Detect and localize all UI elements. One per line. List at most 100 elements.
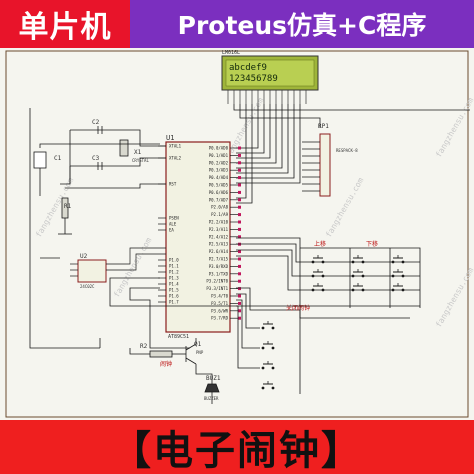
mcu-pin-marker [238,257,241,261]
key-switch [261,321,275,330]
mcu-right-pin-label: P3.5/T1 [211,301,228,306]
resistor-pack: RP1 RESPACK-8 [302,123,358,197]
mcu-chip: U1 AT89C51 XTAL1XTAL2RSTPSENALEEAP1.0P1.… [158,134,241,340]
mcu-right-pin-label: P2.7/A15 [209,257,229,262]
mcu-left-pin-label: P1.1 [169,264,179,269]
mcu-right-pin-label: P3.4/T0 [211,294,228,299]
mcu-pin-marker [238,168,241,172]
key-switch [311,269,325,278]
eeprom-part: 24C02C [80,284,95,289]
mcu-pin-marker [238,205,241,209]
mcu-right-pin-label: P3.2/INT0 [206,279,228,284]
schematic-svg: fangzhensu.com fangzhensu.com fangzhensu… [5,50,474,418]
schematic-area: fangzhensu.com fangzhensu.com fangzhensu… [0,48,474,420]
buzzer-driver [129,338,220,404]
mcu-right-pin-label: P0.7/AD7 [209,197,229,202]
mcu-pin-marker [238,309,241,313]
key-label-up: 上移 [314,240,326,248]
header-right-title: Proteus仿真+C程序 [130,0,474,48]
mcu-pin-marker [238,190,241,194]
mcu-right-pin-label: P3.3/INT1 [206,286,228,291]
mcu-ref: U1 [166,134,174,142]
alarm-label: 闹钟 [160,360,172,368]
key-switch [351,283,365,292]
key-switch [351,255,365,264]
mcu-right-pin-label: P0.2/AD2 [209,160,229,165]
mcu-pin-marker [238,316,241,320]
mcu-left-pin-label: P1.2 [169,270,179,275]
mcu-right-pin-label: P3.7/RD [211,316,228,321]
key-label-down: 下移 [366,240,378,248]
lcd-module: LM016L abcdef9 123456789 [221,50,319,104]
mcu-left-pin-label: XTAL1 [169,144,182,149]
key-switch [261,361,275,370]
mcu-right-pin-label: P3.0/RXD [209,264,229,269]
key-switch [311,255,325,264]
mcu-pin-marker [238,272,241,276]
buzzer-part: BUZZER [204,396,219,401]
footer-title: 【电子闹钟】 [111,427,363,474]
mcu-left-pin-label: P1.5 [169,288,179,293]
mcu-right-pin-label: P3.6/WR [211,308,228,313]
mcu-pin-marker [238,250,241,254]
key-switch [351,269,365,278]
mcu-pin-marker [238,301,241,305]
crystal-ref: X1 [134,149,142,156]
mcu-right-pin-label: P0.0/AD0 [209,146,229,151]
mcu-pin-marker [238,279,241,283]
key-switch [391,269,405,278]
mcu-pin-marker [238,176,241,180]
mcu-pin-marker [238,198,241,202]
cap-c2-ref: C2 [92,119,100,126]
mcu-right-pin-label: P2.4/A12 [209,234,229,239]
mcu-right-pin-label: P2.6/A14 [209,249,229,254]
transistor-part: PNP [196,350,204,355]
mcu-pin-marker [238,220,241,224]
key-label-alarm-off: 关闭闹钟 [286,304,310,312]
mcu-left-pin-label: P1.7 [169,300,179,305]
key-switch [311,283,325,292]
lcd-ref: LM016L [222,50,240,56]
key-switch [391,255,405,264]
rp-part: RESPACK-8 [336,148,358,153]
mcu-pin-marker [238,264,241,268]
mcu-left-pin-label: ALE [169,222,177,227]
mcu-right-pin-label: P2.5/A13 [209,242,229,247]
mcu-left-pin-label: PSEN [169,216,179,221]
mcu-right-pin-label: P2.0/A8 [211,205,228,210]
mcu-right-pin-label: P0.1/AD1 [209,153,229,158]
watermark-2: fangzhensu.com [112,236,154,299]
mcu-right-pin-label: P0.5/AD5 [209,183,229,188]
resistor-r1-ref: R1 [64,203,72,210]
mcu-left-pin-label: P1.4 [169,282,179,287]
mcu-right-pin-label: P2.2/A10 [209,220,229,225]
resistor-r2-ref: R2 [140,343,148,350]
eeprom-chip: U2 24C02C [70,247,166,289]
mcu-left-pin-label: XTAL2 [169,156,182,161]
transistor-ref: Q1 [194,341,202,348]
rp-ref: RP1 [318,123,329,130]
key-switch [261,341,275,350]
lcd-line2: 123456789 [229,74,278,84]
mcu-pin-marker [238,153,241,157]
header-left-title: 单片机 [0,0,130,48]
mcu-pin-marker [238,235,241,239]
mcu-right-pin-label: P0.6/AD6 [209,190,229,195]
mcu-right-pin-label: P0.4/AD4 [209,175,229,180]
mcu-left-pin-label: P1.0 [169,258,179,263]
oscillator-circuit [60,126,166,185]
mcu-pin-marker [238,287,241,291]
mcu-pin-marker [238,227,241,231]
mcu-left-pin-label: RST [169,182,177,187]
mcu-part: AT89C51 [168,334,189,340]
mcu-pin-marker [238,161,241,165]
cap-c1-ref: C1 [54,155,62,162]
mcu-right-pin-label: P3.1/TXD [209,271,229,276]
buzzer-ref: BUZ1 [206,375,221,382]
key-switch [261,381,275,390]
cap-c3-ref: C3 [92,155,100,162]
mcu-left-pin-label: EA [169,228,174,233]
footer-banner: 【电子闹钟】 [0,420,474,474]
lcd-line1: abcdef9 [229,63,267,73]
